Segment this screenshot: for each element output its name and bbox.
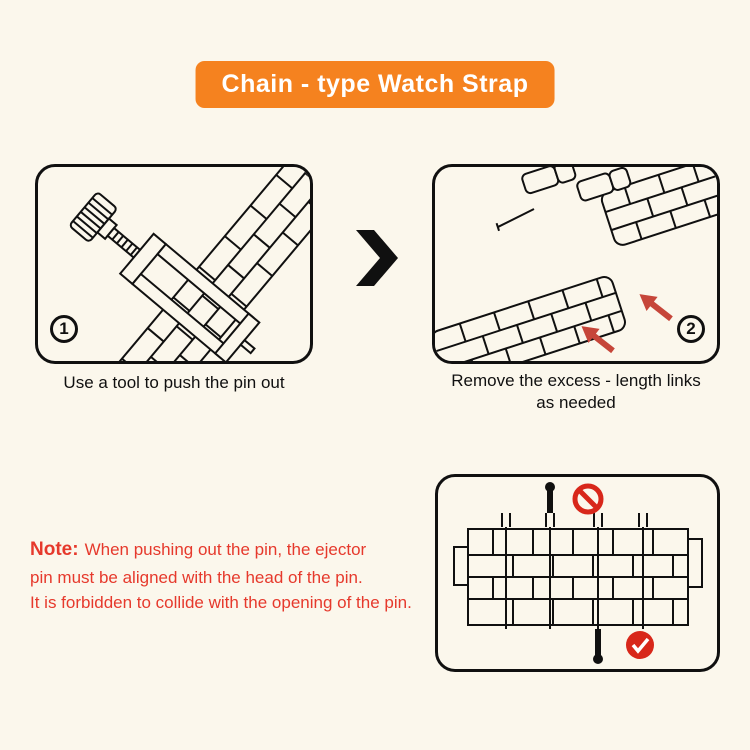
title-banner: Chain - type Watch Strap [195, 61, 555, 108]
note-label: Note: [30, 539, 79, 560]
step2-caption-line2: as needed [536, 393, 616, 413]
no-collision-icon [572, 483, 604, 515]
step2-number: 2 [686, 319, 696, 338]
step1-number-badge: 1 [50, 315, 78, 343]
note-line2: pin must be aligned with the head of the… [30, 567, 363, 587]
step2-number-badge: 2 [677, 315, 705, 343]
pin-alignment-illustration [453, 482, 703, 664]
bottom-ejector-pin [593, 629, 603, 664]
step2-caption: Remove the excess - length links as need… [432, 370, 720, 414]
alignment-detail-panel [435, 474, 720, 672]
link-remover-tool [69, 192, 261, 361]
page-title: Chain - type Watch Strap [221, 70, 529, 98]
step1-caption: Use a tool to push the pin out [63, 373, 285, 392]
top-ejector-pin [545, 482, 555, 513]
pin-removal-tool-illustration [67, 167, 310, 361]
red-arrow-icons [581, 294, 673, 354]
next-chevron-icon [356, 230, 398, 286]
step2-panel: 2 [432, 164, 720, 364]
note-line1: When pushing out the pin, the ejector [84, 540, 367, 559]
note-line3: It is forbidden to collide with the open… [30, 593, 412, 612]
step2-caption-line1: Remove the excess - length links [451, 371, 701, 390]
step1-panel: 1 [35, 164, 313, 364]
step1-number: 1 [59, 319, 69, 338]
correct-alignment-icon [626, 631, 654, 659]
warning-note: Note: When pushing out the pin, the eject… [30, 536, 500, 616]
remove-links-illustration [435, 167, 717, 361]
